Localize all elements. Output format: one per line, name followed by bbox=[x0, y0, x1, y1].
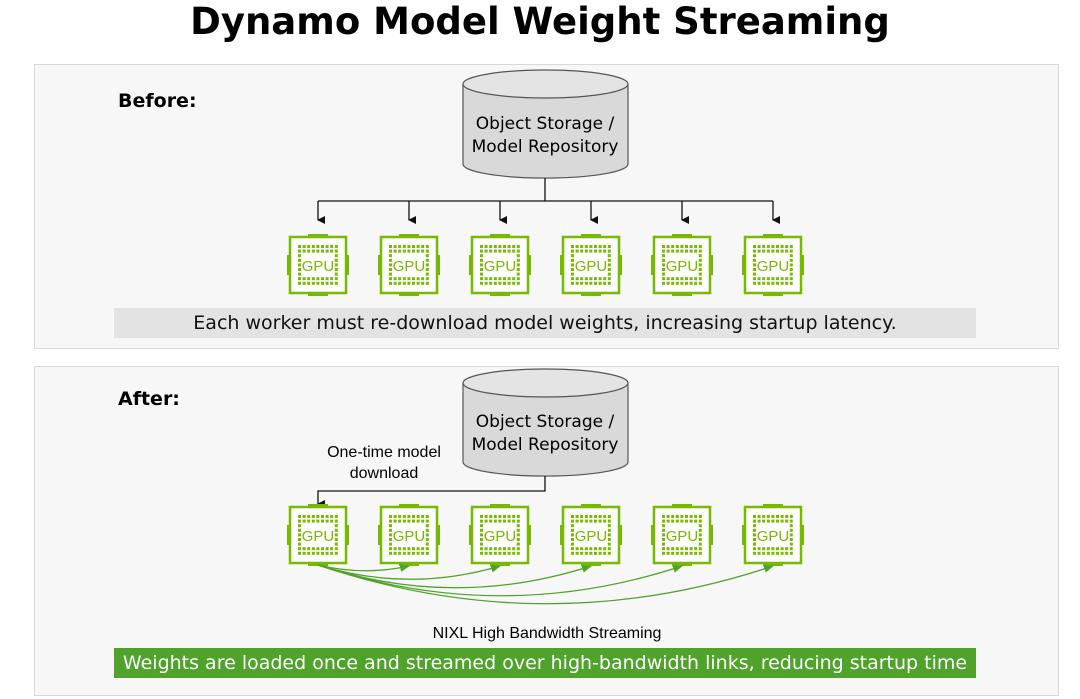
gpu-label: GPU bbox=[393, 258, 426, 275]
streaming-label: NIXL High Bandwidth Streaming bbox=[433, 625, 662, 642]
page-title: Dynamo Model Weight Streaming bbox=[190, 0, 890, 43]
gpu-icon: GPU bbox=[558, 232, 624, 298]
gpu-row-after: GPU GPU GPU GPU GPU GPU bbox=[285, 502, 806, 568]
gpu-label: GPU bbox=[302, 258, 335, 275]
gpu-icon: GPU bbox=[285, 232, 351, 298]
download-label: One-time model bbox=[327, 444, 441, 461]
download-label: download bbox=[350, 465, 419, 482]
gpu-label: GPU bbox=[666, 258, 699, 275]
gpu-icon: GPU bbox=[740, 232, 806, 298]
gpu-label: GPU bbox=[393, 528, 426, 545]
storage-text: Model Repository bbox=[472, 435, 619, 455]
fanout-arrows bbox=[317, 178, 780, 224]
gpu-icon: GPU bbox=[649, 232, 715, 298]
gpu-label: GPU bbox=[757, 528, 790, 545]
storage-text: Object Storage / bbox=[476, 412, 615, 432]
streaming-arrows bbox=[317, 564, 774, 605]
gpu-icon: GPU bbox=[740, 502, 806, 568]
after-caption: Weights are loaded once and streamed ove… bbox=[114, 648, 976, 678]
storage-cylinder-after: Object Storage / Model Repository bbox=[462, 368, 629, 477]
gpu-icon: GPU bbox=[467, 232, 533, 298]
before-caption: Each worker must re-download model weigh… bbox=[114, 308, 976, 338]
before-label: Before: bbox=[118, 90, 197, 112]
gpu-row-before: GPU GPU GPU GPU GPU GPU bbox=[285, 232, 806, 298]
after-label: After: bbox=[118, 388, 180, 410]
stream-arrow bbox=[317, 564, 501, 580]
gpu-label: GPU bbox=[757, 258, 790, 275]
gpu-icon: GPU bbox=[467, 502, 533, 568]
gpu-label: GPU bbox=[666, 528, 699, 545]
storage-cylinder-before: Object Storage / Model Repository bbox=[462, 69, 629, 179]
gpu-label: GPU bbox=[484, 258, 517, 275]
gpu-icon: GPU bbox=[649, 502, 715, 568]
gpu-label: GPU bbox=[575, 528, 608, 545]
gpu-label: GPU bbox=[302, 528, 335, 545]
stream-arrow bbox=[317, 564, 774, 605]
storage-text: Model Repository bbox=[472, 137, 619, 157]
gpu-icon: GPU bbox=[376, 232, 442, 298]
gpu-label: GPU bbox=[575, 258, 608, 275]
gpu-icon: GPU bbox=[376, 502, 442, 568]
gpu-icon: GPU bbox=[285, 502, 351, 568]
one-time-download-arrow bbox=[317, 476, 546, 508]
storage-text: Object Storage / bbox=[476, 114, 615, 134]
stream-arrow bbox=[317, 564, 683, 597]
gpu-label: GPU bbox=[484, 528, 517, 545]
gpu-icon: GPU bbox=[558, 502, 624, 568]
